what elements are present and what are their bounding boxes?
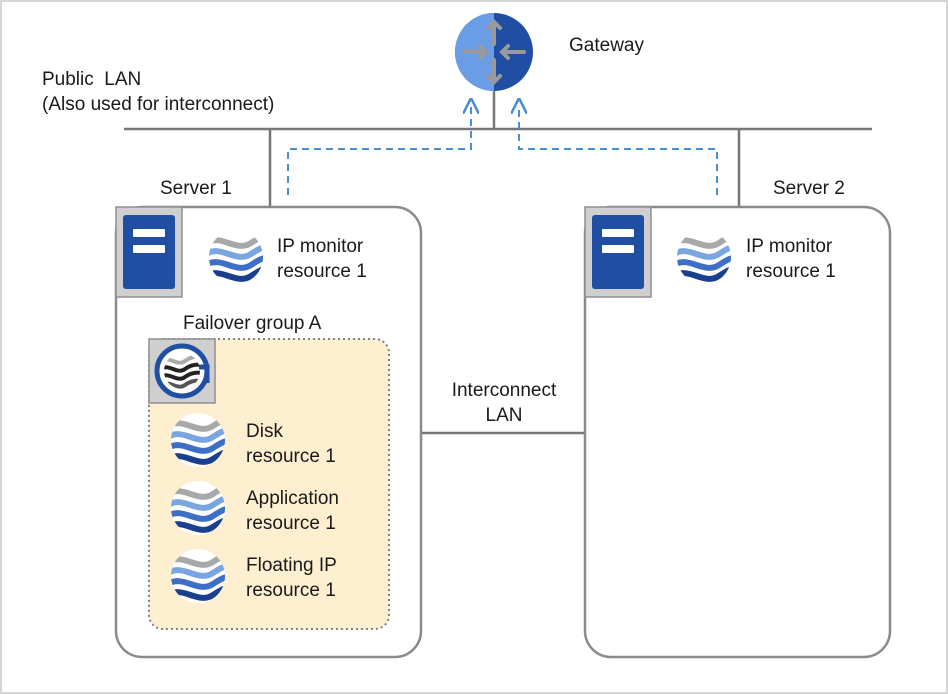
public-lan-label-line1: Public LAN — [42, 69, 141, 90]
disk-resource-line2: resource 1 — [246, 446, 336, 467]
interconnect-label-line2: LAN — [486, 405, 523, 426]
server2-ip-monitor-line2: resource 1 — [746, 261, 836, 282]
gateway-label: Gateway — [569, 35, 644, 56]
server1-monitor-path — [287, 106, 471, 195]
application-resource-line1: Application — [246, 488, 339, 509]
application-resource-line2: resource 1 — [246, 513, 336, 534]
public-lan-label-line2: (Also used for interconnect) — [42, 94, 274, 115]
server2-label: Server 2 — [773, 178, 845, 199]
server2-ip-monitor-line1: IP monitor — [746, 236, 833, 257]
router-icon — [455, 13, 533, 91]
server1-ip-monitor-line2: resource 1 — [277, 261, 367, 282]
disk-resource-line1: Disk — [246, 421, 283, 442]
server1-label: Server 1 — [160, 178, 232, 199]
server1-ip-monitor-line1: IP monitor — [277, 236, 364, 257]
server2-box — [583, 205, 892, 659]
failover-group-label: Failover group A — [183, 313, 322, 334]
floating-ip-resource-line1: Floating IP — [246, 555, 337, 576]
server2-monitor-path — [519, 106, 718, 195]
floating-ip-resource-line2: resource 1 — [246, 580, 336, 601]
server1-server-icon — [115, 206, 183, 298]
server2-server-icon — [584, 206, 652, 298]
group-icon — [148, 338, 216, 404]
interconnect-label-line1: Interconnect — [452, 380, 557, 401]
